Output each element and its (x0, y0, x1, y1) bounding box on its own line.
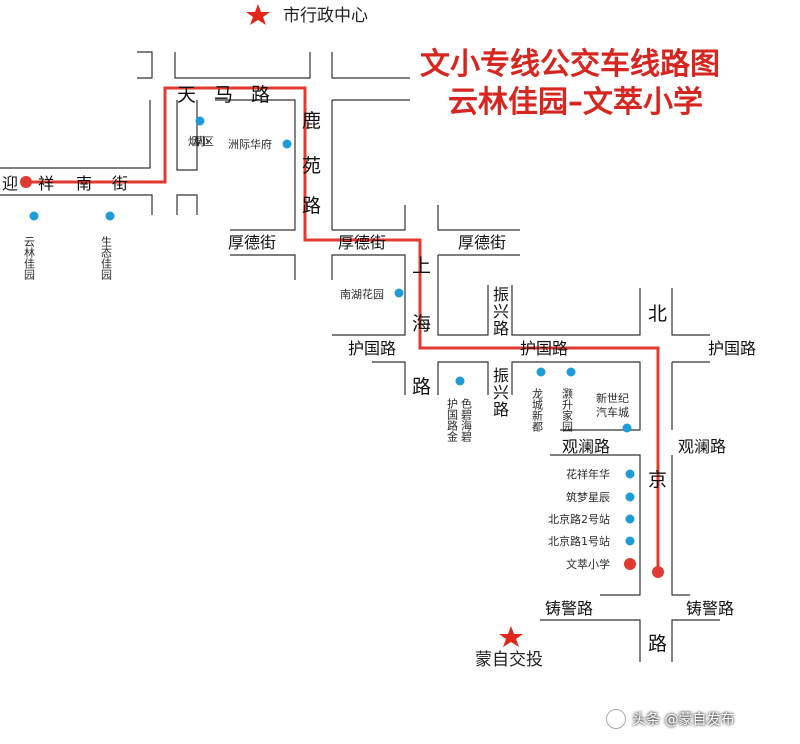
watermark: 头条 @蒙自发布 (606, 704, 786, 734)
map-title-line2: 云林佳园–文萃小学 (448, 85, 703, 120)
stop-dot-bosheng (566, 367, 576, 377)
stop-dot-longcheng (536, 367, 546, 377)
stop-dot-huaxiang (625, 469, 635, 479)
star-top-icon (246, 4, 270, 25)
road-beijing-2: 路 (648, 633, 667, 655)
road-zhenxing2-1: 兴 (493, 383, 509, 402)
stop-dot-xinshiji (622, 423, 632, 433)
landmark-bottom-label: 蒙自交投 (475, 650, 543, 670)
stop-dot-zhouji (282, 139, 292, 149)
stop-dot-yancao (195, 116, 205, 126)
road-houde-1: 厚德街 (228, 233, 276, 252)
road-yingxiang-3: 街 (112, 174, 128, 193)
road-guanlan-1: 观澜路 (562, 437, 610, 456)
landmark-top-label: 市行政中心 (283, 6, 368, 26)
road-luyuan-0: 鹿 (302, 110, 321, 132)
road-huguo-1: 护国路 (348, 339, 396, 358)
road-tianma: 天马路 (177, 84, 288, 106)
road-houde-2: 厚德街 (338, 233, 386, 252)
stop-label-zhouji: 洲际华府 (228, 137, 272, 151)
stop-label-shengtai: 生态佳园 (100, 235, 113, 281)
road-beijing-1: 京 (648, 469, 667, 491)
road-zhenxing1-1: 兴 (493, 302, 509, 321)
stop-label-nanhu: 南湖花园 (340, 288, 384, 301)
stop-label-xinshiji-0: 新世纪 (596, 391, 629, 405)
stop-dot-yunlin (29, 211, 39, 221)
road-houde-3: 厚德街 (458, 233, 506, 252)
road-yingxiang-0: 迎 (2, 174, 18, 193)
road-huguo-2: 护国路 (520, 339, 568, 358)
stop-label-wencui: 文萃小学 (566, 557, 610, 571)
star-bottom-icon (499, 626, 523, 647)
stop-label-beijing2: 北京路2号站 (548, 512, 610, 526)
stop-label-yancao: 烟草小区 (188, 134, 214, 148)
stop-label-huguolu-0: 护国路金 (446, 397, 459, 442)
road-yingxiang-1: 祥 (38, 174, 54, 193)
stop-label-longcheng: 龙城新都 (531, 388, 544, 432)
stop-dot-shengtai (105, 211, 115, 221)
road-guanlan-2: 观澜路 (678, 437, 726, 456)
road-zhenxing1-2: 路 (493, 319, 509, 338)
stop-dot-beijing2 (625, 514, 635, 524)
road-huguo-3: 护国路 (708, 339, 756, 358)
road-zhenxing2-2: 路 (493, 400, 509, 419)
road-shanghai-2: 路 (412, 376, 431, 398)
terminal-start-dot (20, 176, 32, 188)
road-yingxiang-2: 南 (76, 174, 92, 193)
stop-label-yunlin: 云林佳园 (23, 236, 36, 281)
stop-dot-huguolu (455, 376, 465, 386)
stop-label-huaxiang: 花祥年华 (566, 467, 610, 481)
stop-dot-beijing1 (625, 536, 635, 546)
road-luyuan-2: 路 (302, 195, 321, 217)
stop-dot-nanhu (394, 288, 404, 298)
road-shanghai-0: 上 (412, 255, 431, 277)
road-shanghai-1: 海 (412, 313, 431, 335)
watermark-text: 头条 @蒙自发布 (632, 712, 735, 728)
terminal-end-dot (652, 566, 664, 578)
stop-label-beijing1: 北京路1号站 (548, 534, 610, 548)
bus-route-line (26, 86, 660, 572)
map-title-line1: 文小专线公交车线路图 (420, 47, 720, 82)
road-zhujing-1: 铸警路 (545, 599, 593, 618)
road-luyuan-1: 苑 (302, 155, 321, 177)
road-zhenxing2-0: 振 (493, 366, 509, 385)
stop-dot-wencui (624, 558, 636, 570)
road-beijing-0: 北 (648, 303, 667, 325)
road-network (0, 51, 720, 662)
road-zhujing-2: 铸警路 (686, 599, 734, 618)
road-zhenxing1-0: 振 (493, 285, 509, 304)
stop-label-bosheng: 灏升家园 (561, 387, 574, 433)
stop-dot-zhumeng (625, 492, 635, 502)
stop-label-zhumeng: 筑梦星辰 (566, 490, 610, 504)
watermark-logo-icon (606, 709, 626, 729)
stop-label-huguolu-1: 色碧海碧 (460, 397, 473, 443)
stop-label-xinshiji-1: 汽车城 (596, 405, 629, 419)
